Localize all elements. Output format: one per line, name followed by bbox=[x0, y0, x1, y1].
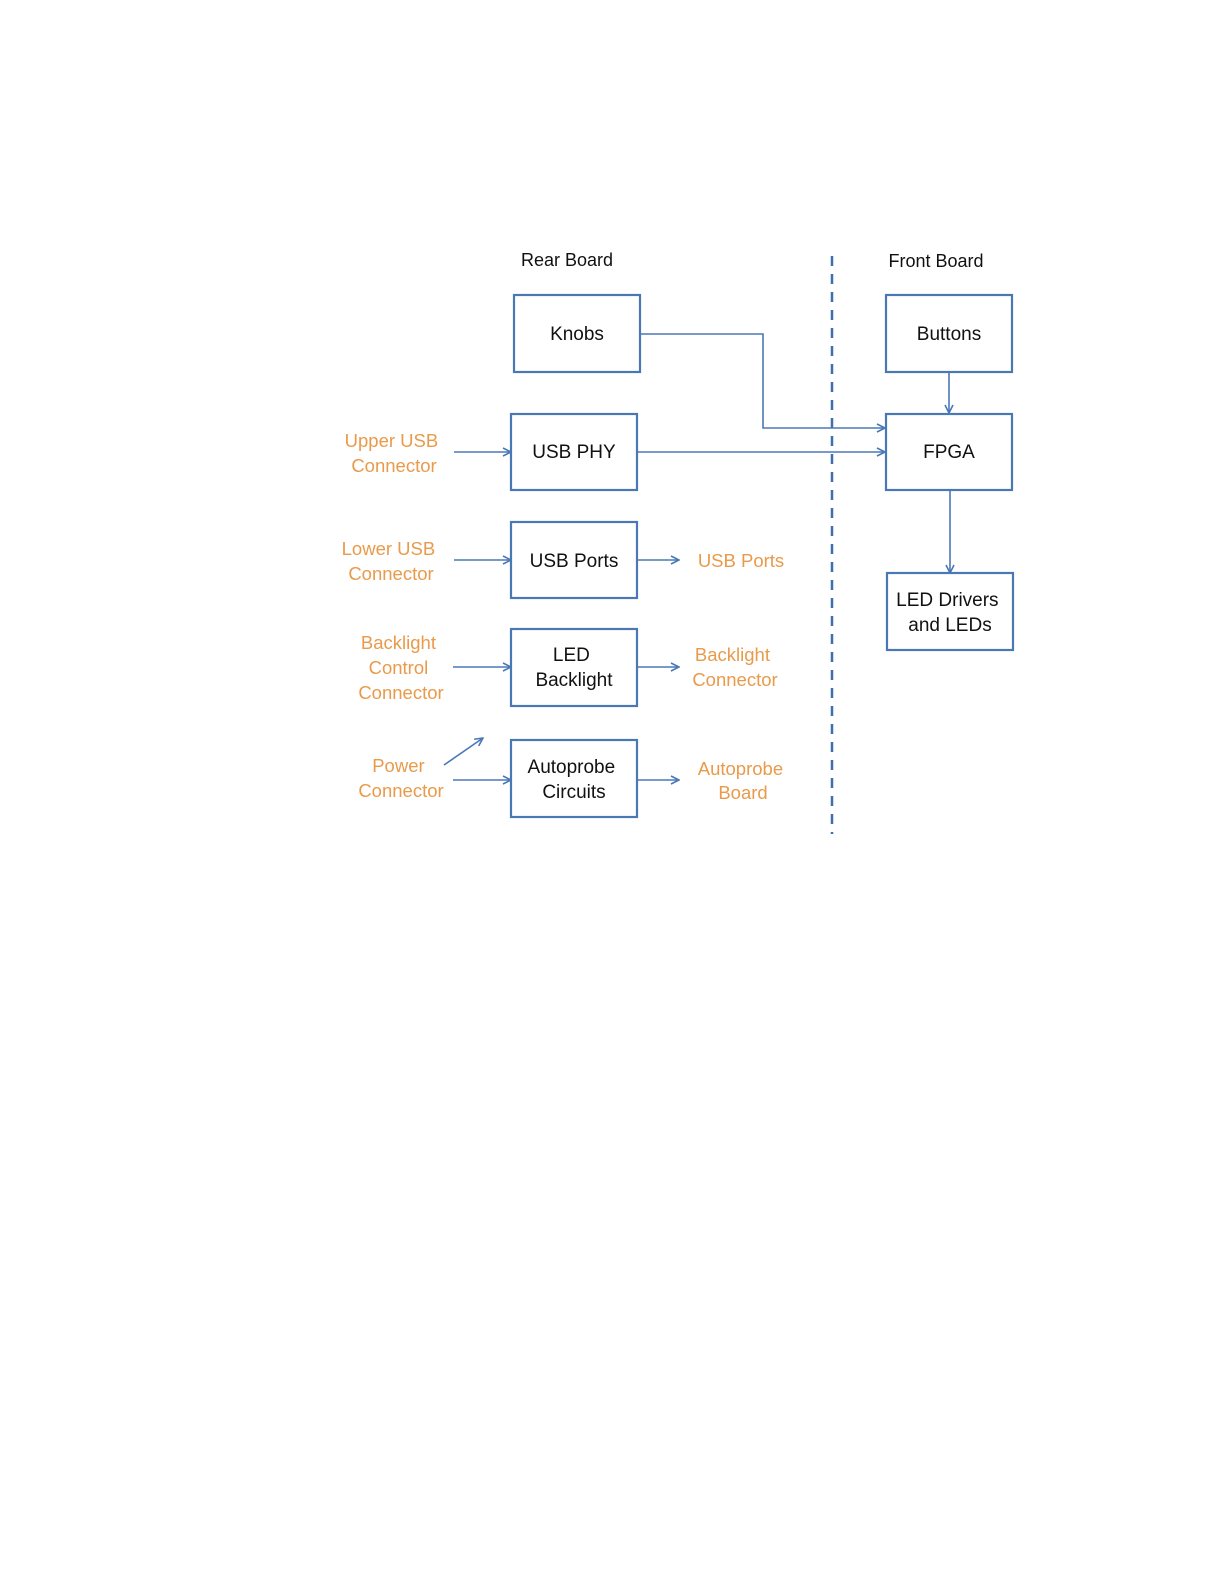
block-led-drivers: LED Drivers and LEDs bbox=[887, 573, 1013, 650]
label-usb-ports-output: USB Ports bbox=[698, 550, 784, 571]
label-power-connector: Power Connector bbox=[358, 755, 443, 801]
wire-knobs-to-fpga bbox=[640, 334, 885, 428]
block-autoprobe-circuits: Autoprobe Circuits bbox=[511, 740, 637, 817]
block-usb-ports: USB Ports bbox=[511, 522, 637, 598]
block-fpga: FPGA bbox=[886, 414, 1012, 490]
block-buttons: Buttons bbox=[886, 295, 1012, 372]
block-led-backlight: LED Backlight bbox=[511, 629, 637, 706]
block-usb-ports-label: USB Ports bbox=[530, 551, 619, 572]
wire-power-up bbox=[444, 738, 483, 765]
front-board-title: Front Board bbox=[888, 251, 983, 271]
block-knobs-label: Knobs bbox=[550, 324, 604, 345]
block-usb-phy: USB PHY bbox=[511, 414, 637, 490]
label-backlight-connector: Backlight Connector bbox=[692, 644, 777, 690]
block-usb-phy-label: USB PHY bbox=[532, 442, 616, 463]
label-backlight-control-connector: Backlight Control Connector bbox=[358, 632, 443, 703]
block-fpga-label: FPGA bbox=[923, 442, 975, 463]
block-knobs: Knobs bbox=[514, 295, 640, 372]
label-lower-usb-connector: Lower USB Connector bbox=[342, 538, 441, 584]
rear-board-title: Rear Board bbox=[521, 250, 613, 270]
label-autoprobe-board: Autoprobe Board bbox=[698, 758, 789, 803]
label-upper-usb-connector: Upper USB Connector bbox=[345, 430, 444, 476]
block-buttons-label: Buttons bbox=[917, 324, 981, 345]
